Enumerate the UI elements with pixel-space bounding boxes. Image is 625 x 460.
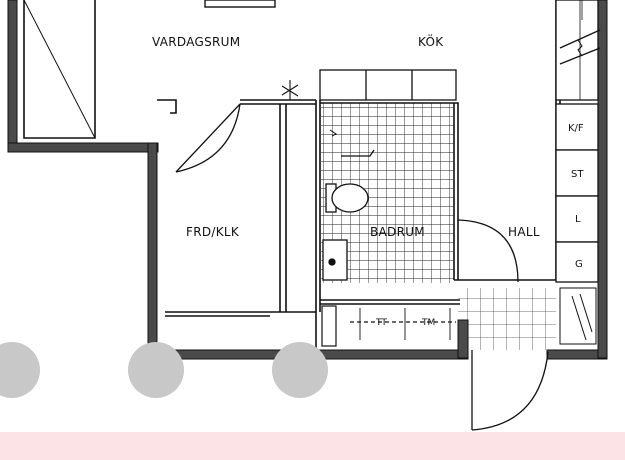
overlay-dot-3[interactable] xyxy=(272,342,328,398)
laundry-area xyxy=(321,305,456,347)
living-room-window xyxy=(23,0,276,139)
door-swings xyxy=(175,103,549,431)
bottom-overlay-band xyxy=(0,432,625,460)
bath-fixtures xyxy=(322,129,375,281)
room-label-closet: FRD/KLK xyxy=(186,225,240,239)
cabinet-label-l: L xyxy=(575,214,581,225)
room-label-kitchen: KÖK xyxy=(418,33,444,49)
ventilation-symbol xyxy=(281,80,299,100)
hall-tile-floor xyxy=(458,288,556,350)
overlay-dot-2[interactable] xyxy=(128,342,184,398)
room-label-hall: HALL xyxy=(508,225,540,239)
room-label-living: VARDAGSRUM xyxy=(152,35,240,49)
washer-label: TT xyxy=(375,318,387,328)
cabinet-label-kf: K/F xyxy=(568,123,584,134)
cabinet-label-g: G xyxy=(575,259,583,270)
hall-wardrobe xyxy=(559,287,597,345)
kitchen-counter xyxy=(319,0,601,283)
dryer-label: TM xyxy=(421,318,435,328)
room-label-bathroom: BADRUM xyxy=(370,225,425,239)
cabinet-label-st: ST xyxy=(571,169,584,180)
